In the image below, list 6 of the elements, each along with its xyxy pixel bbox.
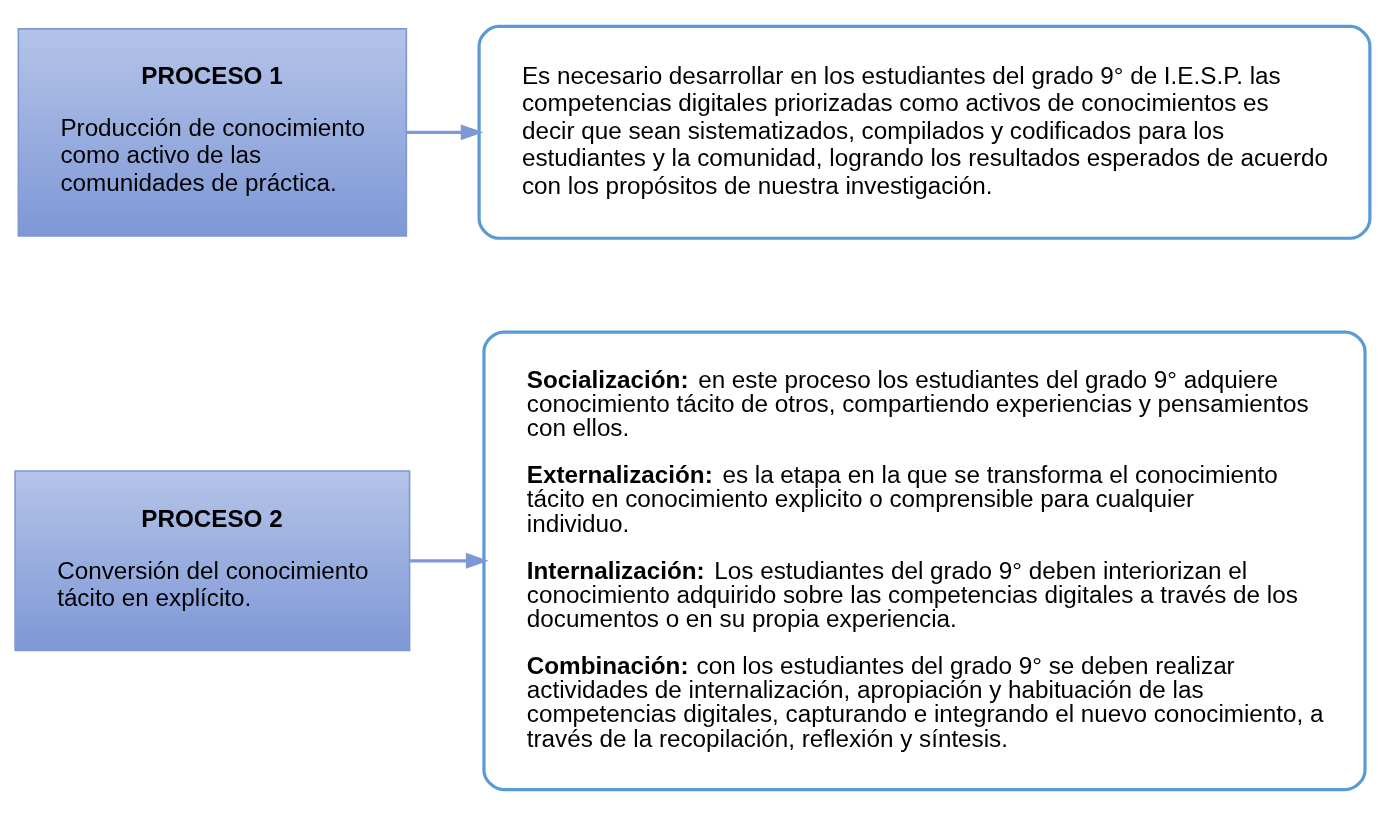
arrow <box>406 124 484 141</box>
node-box: PROCESO 1 Producción de conocimiento como activo de las comunidades de práctica. <box>17 28 408 237</box>
node-box: Socialización: en este proceso los estudiantes del grado 9° adquiere conocimiento tácito de otros, compartiendo experiencias y pensamientos con ellos. Externalización: es la etapa en la que se transforma el conocimiento tácito en conocimiento explicito o comprensible para cualquier individuo. Internalización: Los estudiantes del grado 9° deben interiorizan el conocimiento adquirido sobre las competencias digitales a través de los documentos o en su propia experiencia. Combinación: con los estudiantes del grado 9° se deben realizar actividades de internalización, apropiación y habituación de las competencias digitales, capturando e integrando el nuevo conocimiento, a través de la recopilación, reflexión y síntesis. <box>482 330 1367 792</box>
node-box: Es necesario desarrollar en los estudiantes del grado 9° de I.E.S.P. las competencias digitales priorizadas como activos de conocimientos es decir que sean sistematizados, compilados y codificados para los estudiantes y la comunidad, logrando los resultados esperados de acuerdo con los propósitos de nuestra investigación. <box>477 24 1372 240</box>
node-box: PROCESO 2 Conversión del conocimiento tácito en explícito. <box>14 470 411 652</box>
arrow <box>410 552 489 569</box>
